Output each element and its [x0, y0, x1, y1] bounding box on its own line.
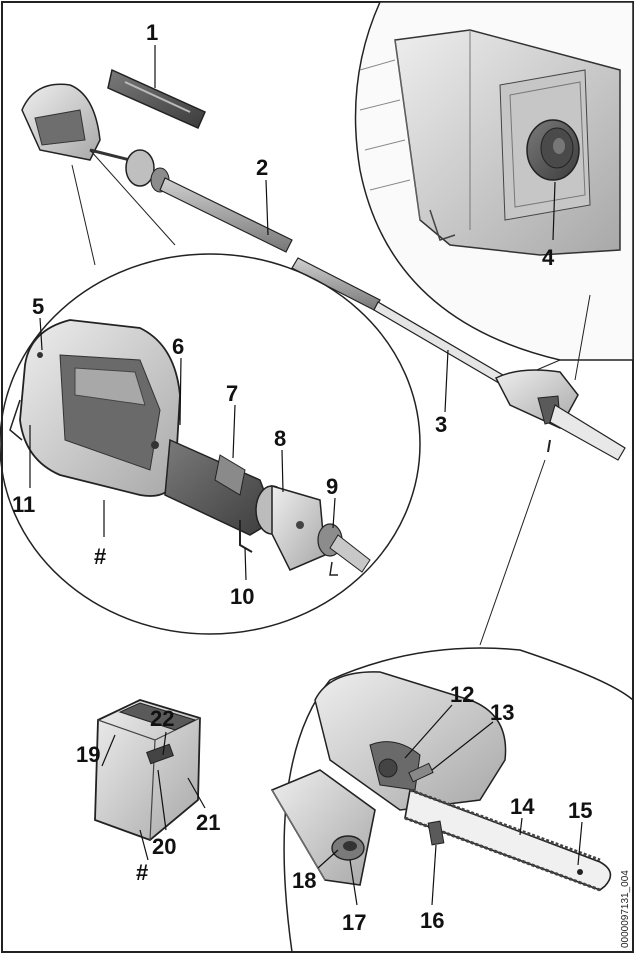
callout-14: 14: [510, 794, 535, 819]
callout-19: 19: [76, 742, 100, 767]
detail-circle-handle: [0, 253, 421, 635]
part-18-cover-nut: [331, 835, 365, 861]
callout-hash-b: #: [136, 860, 148, 885]
detail-circle-oil-cap: [354, 1, 634, 361]
oil-tank-cap: [526, 119, 580, 181]
callout-11: 11: [12, 492, 35, 517]
part-9-clamp-screw: [317, 523, 371, 576]
part-14-guide-bar: [404, 788, 612, 892]
callout-3: 3: [435, 412, 447, 437]
callout-18: 18: [292, 868, 316, 893]
part-17-sprocket-cover: [270, 769, 376, 886]
callout-5: 5: [32, 294, 44, 319]
callout-9: 9: [326, 474, 338, 499]
part-5-motor-housing: [9, 319, 181, 497]
callout-12: 12: [450, 682, 474, 707]
battery-pack: [94, 699, 201, 842]
callout-22: 22: [150, 706, 174, 731]
document-id: 0000097131_004: [620, 870, 631, 948]
callout-21: 21: [196, 810, 220, 835]
callout-16: 16: [420, 908, 444, 933]
callout-10: 10: [230, 584, 254, 609]
upper-shaft-assembly: [21, 83, 293, 253]
callout-13: 13: [490, 700, 514, 725]
part-1-chain-guard-strip: [107, 68, 206, 129]
callout-17: 17: [342, 910, 366, 935]
callout-4: 4: [542, 245, 555, 270]
callout-15: 15: [568, 798, 592, 823]
callout-20: 20: [152, 834, 176, 859]
callout-7: 7: [226, 381, 238, 406]
chain-sprocket-housing: [314, 671, 507, 811]
part-16-bar-stud: [427, 820, 445, 846]
leader-lines: [29, 45, 583, 906]
callout-hash-a: #: [94, 544, 106, 569]
callout-6: 6: [172, 334, 184, 359]
part-8-collar: [255, 485, 326, 571]
callout-1: 1: [146, 20, 158, 45]
callout-8: 8: [274, 426, 286, 451]
callout-2: 2: [256, 155, 268, 180]
callout-labels: 1 2 3 4 5 6 7 8 9 10 11 # 12 13 14 15 16…: [12, 20, 592, 935]
pole-saw-head: [494, 369, 626, 461]
